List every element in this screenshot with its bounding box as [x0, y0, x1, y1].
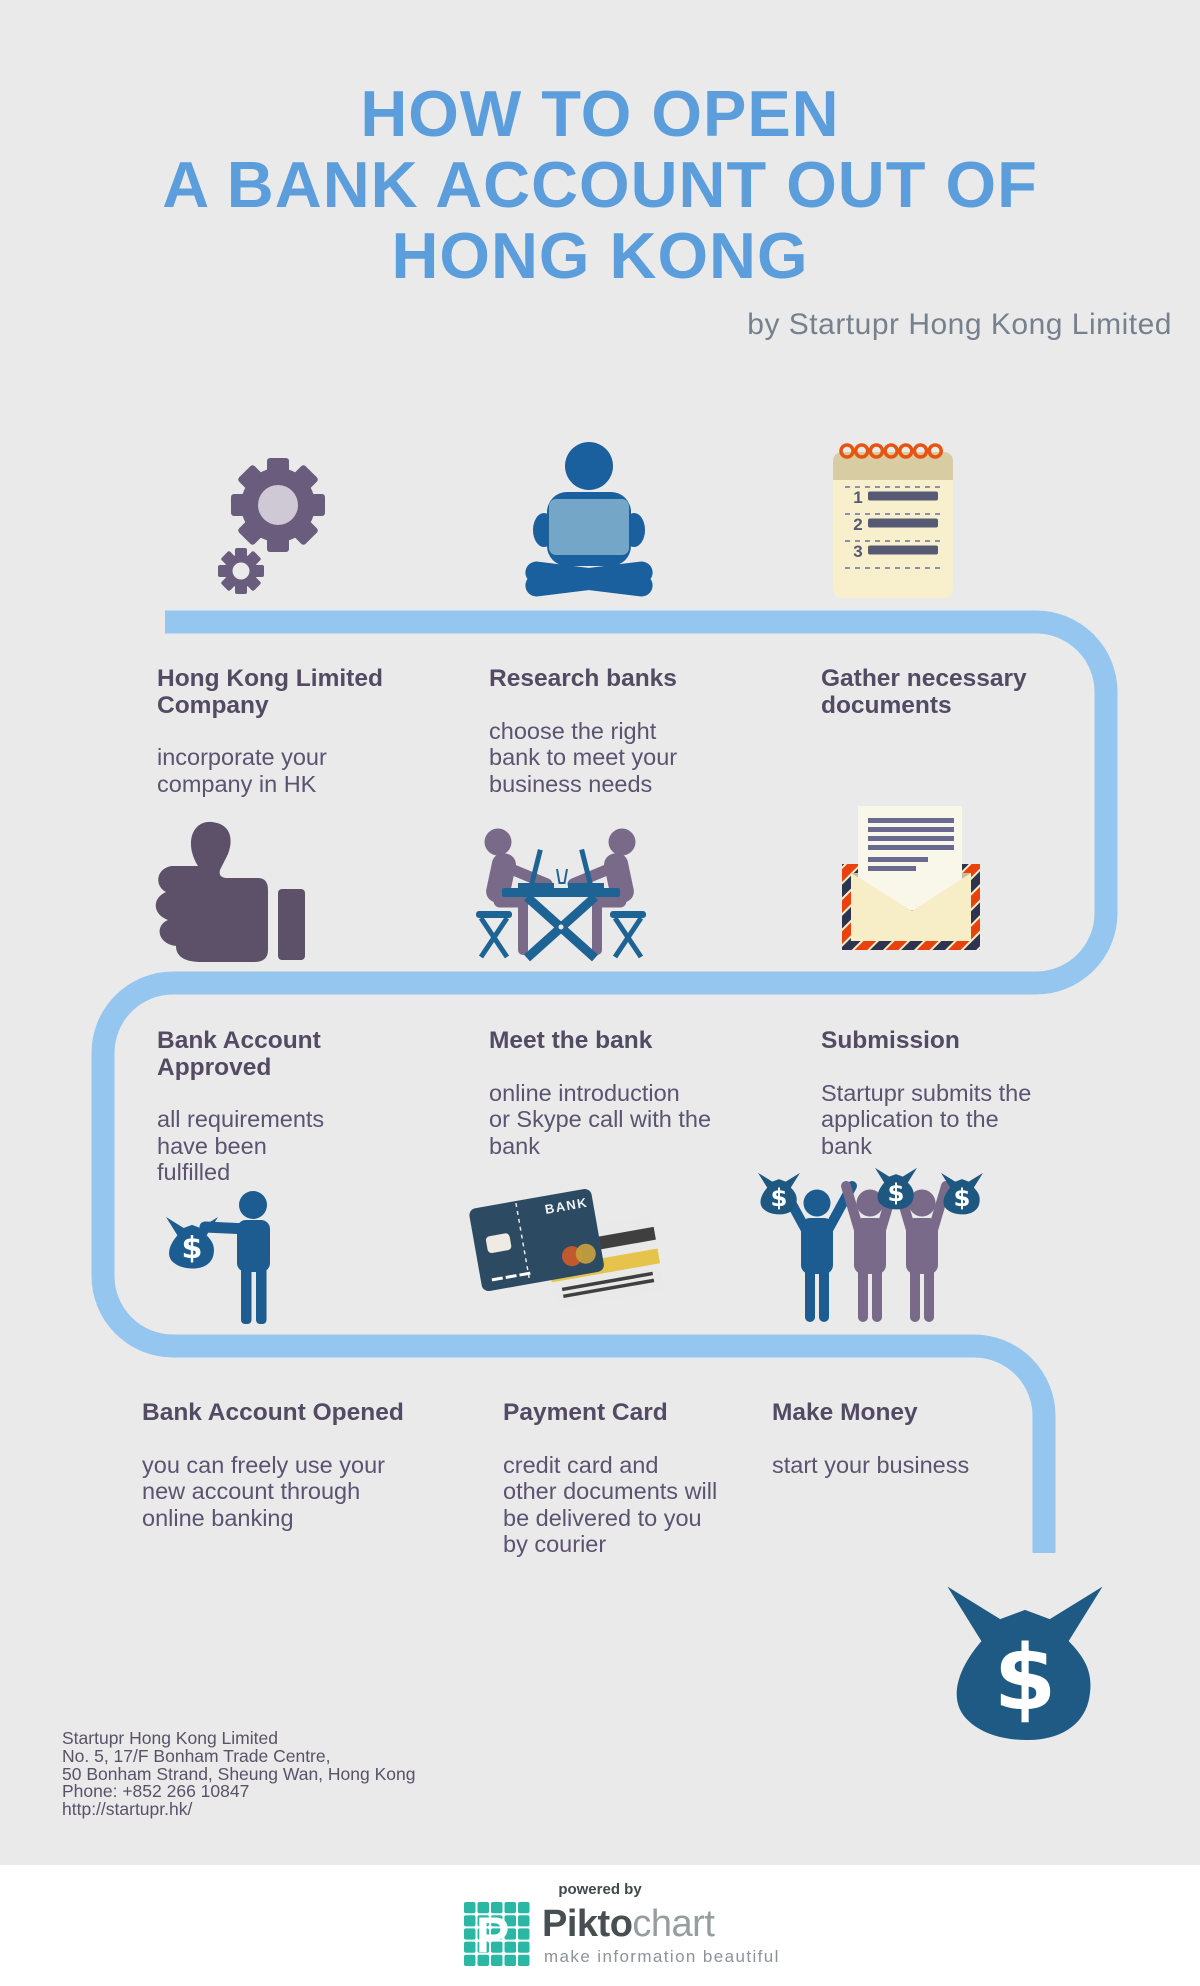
step-gather-documents: Gather necessary documents — [821, 648, 1151, 762]
step-description: online introduction or Skype call with t… — [489, 1079, 712, 1159]
step-meet-the-bank: Meet the bank online introduction or Sky… — [489, 1010, 819, 1177]
logo-letter: P — [476, 1907, 509, 1963]
step-title: Make Money — [772, 1399, 918, 1426]
flow-path — [91, 610, 1118, 1553]
step-make-money: Make Money start your business — [772, 1382, 1102, 1496]
notepad-icon: 1 2 3 — [833, 443, 953, 598]
brand-tagline: make information beautiful — [544, 1947, 780, 1966]
piktochart-logo-icon: P — [464, 1902, 530, 1966]
step-bank-account-approved: Bank Account Approved all requirements h… — [157, 1010, 487, 1204]
thumbs-up-icon — [155, 821, 305, 962]
page-title: HOW TO OPEN A BANK ACCOUNT OUT OF HONG K… — [162, 77, 1038, 292]
step-hong-kong-limited-company: Hong Kong Limited Company incorporate yo… — [157, 648, 487, 815]
piktochart-footer: powered by P Piktochart make information… — [0, 1865, 1200, 1986]
gears-icon — [218, 458, 325, 594]
step-research-banks: Research banks choose the right bank to … — [489, 648, 819, 815]
step-title: Payment Card — [503, 1399, 668, 1426]
envelope-icon — [842, 806, 980, 950]
step-title: Bank Account Opened — [142, 1399, 404, 1426]
payment-cards-icon: BANK — [469, 1189, 664, 1308]
step-title: Meet the bank — [489, 1027, 653, 1054]
step-title: Research banks — [489, 665, 677, 692]
step-description: credit card and other documents will be … — [503, 1451, 718, 1558]
step-title: Hong Kong Limited Company — [157, 665, 383, 719]
notepad-item-1: 1 — [853, 488, 862, 507]
big-money-bag-icon — [947, 1586, 1103, 1741]
step-title: Gather necessary documents — [821, 665, 1027, 719]
step-description: you can freely use your new account thro… — [142, 1451, 385, 1531]
step-description: incorporate your company in HK — [157, 744, 327, 797]
byline: by Startupr Hong Kong Limited — [747, 308, 1172, 341]
meeting-icon — [476, 828, 646, 962]
step-description: Startupr submits the application to the … — [821, 1079, 1032, 1159]
step-description: choose the right bank to meet your busin… — [489, 717, 678, 797]
person-laptop-icon — [525, 442, 653, 597]
step-title: Submission — [821, 1027, 960, 1054]
step-description: start your business — [772, 1451, 970, 1478]
notepad-item-3: 3 — [853, 542, 862, 561]
step-description: all requirements have been fulfilled — [157, 1106, 325, 1185]
step-title: Bank Account Approved — [157, 1027, 321, 1081]
bank-card-label: BANK — [544, 1195, 590, 1217]
step-bank-account-opened: Bank Account Opened you can freely use y… — [142, 1382, 472, 1549]
brand-light: chart — [632, 1903, 715, 1945]
notepad-item-2: 2 — [853, 515, 862, 534]
step-payment-card: Payment Card credit card and other docum… — [503, 1382, 833, 1576]
money-bag-person-icon — [166, 1191, 270, 1324]
step-submission: Submission Startupr submits the applicat… — [821, 1010, 1151, 1177]
make-money-icon — [758, 1167, 983, 1322]
powered-by-label: powered by — [558, 1881, 642, 1898]
contact-info: Startupr Hong Kong Limited No. 5, 17/F B… — [62, 1728, 416, 1820]
piktochart-wordmark: Piktochart — [542, 1903, 715, 1946]
brand-bold: Pikto — [542, 1903, 633, 1945]
